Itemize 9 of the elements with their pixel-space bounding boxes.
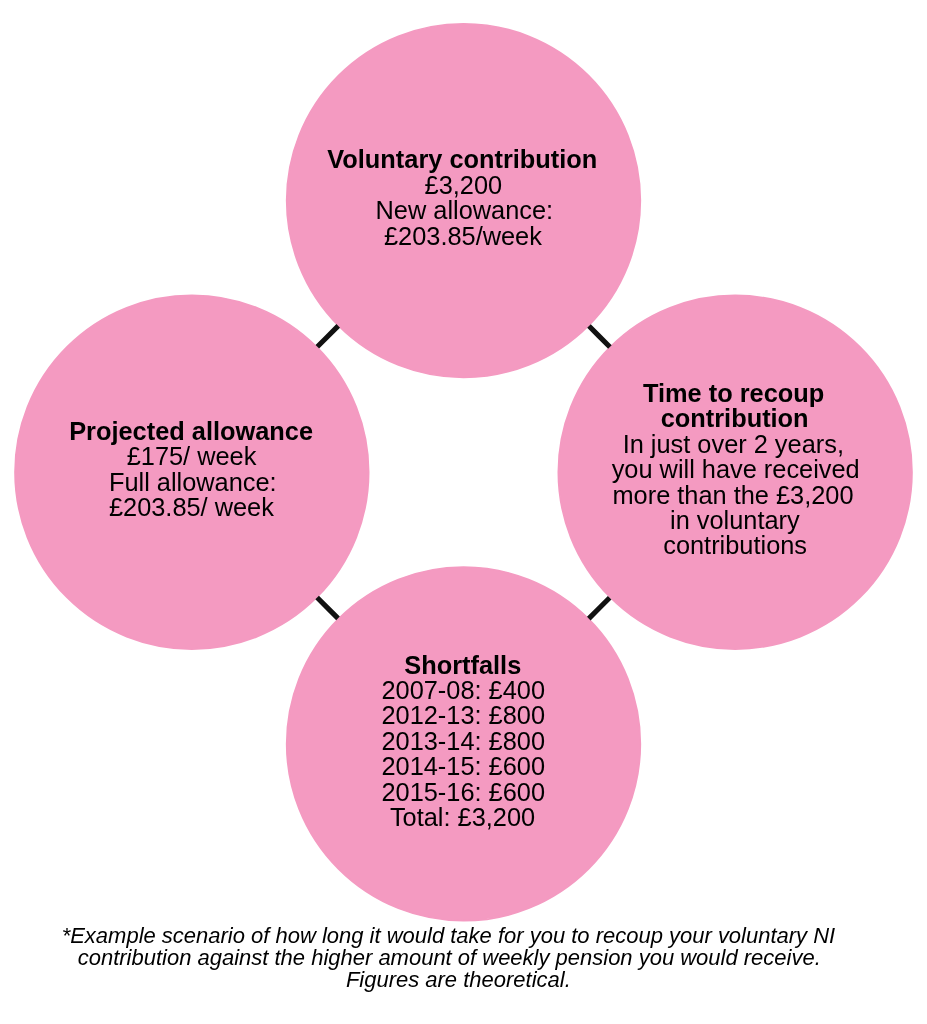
connector bbox=[587, 595, 612, 621]
connector bbox=[315, 324, 340, 349]
node-circle: Time to recoup contribution In just over 2 years, you will have received more than the £3,200 in voluntary contributions bbox=[557, 294, 913, 650]
connector bbox=[315, 595, 340, 621]
connector bbox=[587, 324, 612, 349]
node-circle: Voluntary contribution £3,200 New allowance: £203.85/week bbox=[285, 22, 642, 379]
node-circle: Shortfalls 2007-08: £400 2012-13: £800 2013-14: £800 2014-15: £600 2015-16: £600 Total: £3,200 bbox=[285, 566, 642, 922]
node-circle: Projected allowance £175/ week Full allowance: £203.85/ week bbox=[14, 294, 370, 650]
caption: *Example scenario of how long it would take for you to recoup your voluntary NI contribution against the higher amount of weekly pension you would receive. Figures are theoretical. bbox=[61, 923, 836, 993]
